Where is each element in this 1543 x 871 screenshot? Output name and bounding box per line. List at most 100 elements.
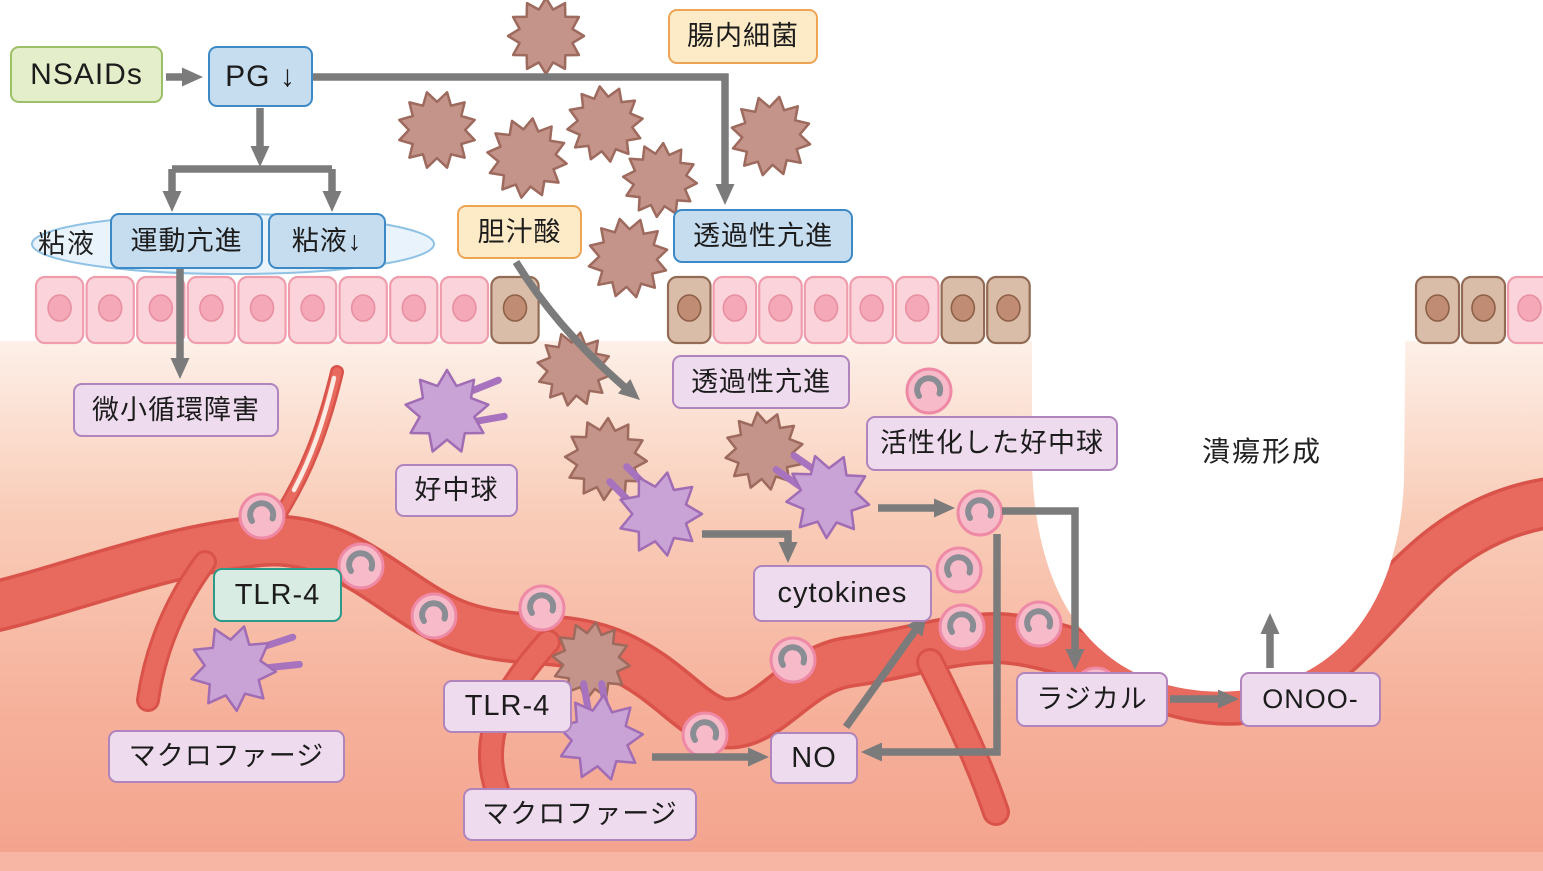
neutrophil-in-vessel	[956, 489, 1004, 537]
neutrophil-nucleus-crescent	[914, 375, 944, 399]
flow-arrowhead	[778, 542, 798, 563]
cell-nucleus	[502, 294, 528, 322]
cell-nucleus	[676, 294, 702, 322]
blood-vessel	[0, 481, 1543, 746]
flow-arrow	[879, 534, 1001, 756]
node-onoo: ONOO-	[1240, 672, 1381, 727]
node-hypermotility: 運動亢進	[110, 213, 263, 269]
neutrophil-in-vessel	[935, 546, 983, 594]
tlr4-receptor	[772, 466, 804, 490]
neutrophil-cell	[619, 471, 704, 557]
cell-nucleus	[1517, 294, 1542, 322]
node-no: NO	[770, 732, 858, 784]
flow-arrowhead	[861, 742, 882, 762]
tlr4-receptor	[466, 376, 502, 396]
cell-nucleus	[148, 294, 174, 322]
bacterium	[621, 141, 699, 219]
bacterium	[587, 217, 669, 299]
blood-vessel	[139, 553, 214, 709]
label-ulcer-formation: 潰瘍形成	[1202, 436, 1323, 467]
node-tlr4-center: TLR-4	[443, 680, 572, 733]
flow-arrow	[313, 73, 729, 186]
node-tlr4-left: TLR-4	[213, 568, 342, 622]
cell-nucleus	[859, 294, 884, 322]
node-mucus-decrease: 粘液↓	[268, 213, 386, 269]
cell-nucleus	[722, 294, 748, 322]
label-mucus-layer: 粘液	[38, 229, 96, 259]
flow-arrowhead	[617, 379, 640, 400]
node-microcirculation: 微小循環障害	[73, 383, 279, 437]
neutrophil-nucleus-crescent	[947, 611, 977, 635]
node-activated-neutrophil: 活性化した好中球	[866, 416, 1118, 471]
cell-nucleus	[813, 294, 839, 322]
bacterium	[724, 411, 804, 491]
flow-arrow	[1002, 507, 1079, 653]
vessel-lumen-highlight	[291, 375, 337, 493]
flow-arrowhead	[182, 67, 203, 87]
cell-nucleus	[1471, 294, 1496, 322]
neutrophil-nucleus-crescent	[690, 719, 720, 743]
neutrophil-in-vessel	[681, 711, 729, 759]
cell-nucleus	[950, 294, 976, 322]
flow-arrowhead	[250, 146, 270, 167]
bacterium	[506, 0, 586, 76]
cell-nucleus	[1425, 294, 1450, 322]
tlr4-receptor	[259, 633, 297, 651]
cell-nucleus	[249, 294, 275, 322]
ulcer-crater	[1032, 268, 1406, 692]
node-bile-acid: 胆汁酸	[457, 205, 582, 259]
cell-nucleus	[996, 294, 1021, 322]
neutrophil-in-vessel	[905, 367, 953, 415]
macrophage-cell	[190, 625, 278, 713]
flow-arrowhead	[1065, 649, 1085, 670]
flow-arrowhead	[1260, 613, 1280, 634]
neutrophil-nucleus-crescent	[944, 554, 974, 578]
node-permeability-mucosa: 透過性亢進	[672, 355, 850, 409]
flow-arrowhead	[934, 498, 955, 518]
flow-arrow	[842, 625, 921, 730]
neutrophil-nucleus-crescent	[247, 500, 277, 524]
bacterium	[398, 91, 476, 169]
node-gut-bacteria: 腸内細菌	[668, 9, 818, 64]
tlr4-receptor	[470, 412, 508, 426]
blood-vessel	[919, 651, 1007, 823]
neutrophil-nucleus-crescent	[965, 497, 995, 521]
tissue-bottom-band	[0, 852, 1543, 871]
node-macrophage-left: マクロファージ	[108, 730, 345, 783]
flow-arrowhead	[170, 358, 190, 379]
node-macrophage-center: マクロファージ	[463, 788, 697, 841]
tlr4-receptor	[580, 680, 592, 714]
node-radical: ラジカル	[1016, 672, 1168, 727]
bacterium	[730, 95, 812, 177]
neutrophil-nucleus-crescent	[778, 644, 808, 668]
neutrophil-in-vessel	[769, 636, 817, 684]
cell-nucleus	[97, 294, 123, 322]
cell-nucleus	[300, 294, 325, 322]
node-neutrophil: 好中球	[395, 464, 518, 517]
neutrophil-cell	[785, 454, 871, 540]
neutrophil-nucleus-crescent	[527, 592, 557, 616]
neutrophil-in-vessel	[238, 492, 286, 540]
cell-nucleus	[768, 294, 793, 322]
node-pg-decrease: PG ↓	[208, 46, 313, 107]
flow-arrowhead	[322, 191, 342, 212]
neutrophil-in-vessel	[1015, 600, 1063, 648]
node-cytokines: cytokines	[753, 565, 932, 622]
cell-nucleus	[47, 294, 72, 322]
cell-nucleus	[350, 294, 376, 322]
tlr4-receptor	[265, 660, 303, 672]
node-nsaids: NSAIDs	[10, 46, 163, 103]
neutrophil-in-vessel	[337, 542, 385, 590]
node-permeability-lumen: 透過性亢進	[673, 209, 853, 263]
cell-nucleus	[904, 294, 930, 322]
neutrophil-in-vessel	[938, 603, 986, 651]
flow-arrowhead	[162, 191, 182, 212]
neutrophil-cell	[404, 368, 490, 453]
bacterium	[486, 117, 568, 199]
flow-arrowhead	[1218, 689, 1239, 709]
neutrophil-nucleus-crescent	[1024, 608, 1054, 632]
flow-arrow	[512, 260, 631, 393]
neutrophil-nucleus-crescent	[419, 600, 449, 624]
flow-arrow	[168, 165, 336, 196]
